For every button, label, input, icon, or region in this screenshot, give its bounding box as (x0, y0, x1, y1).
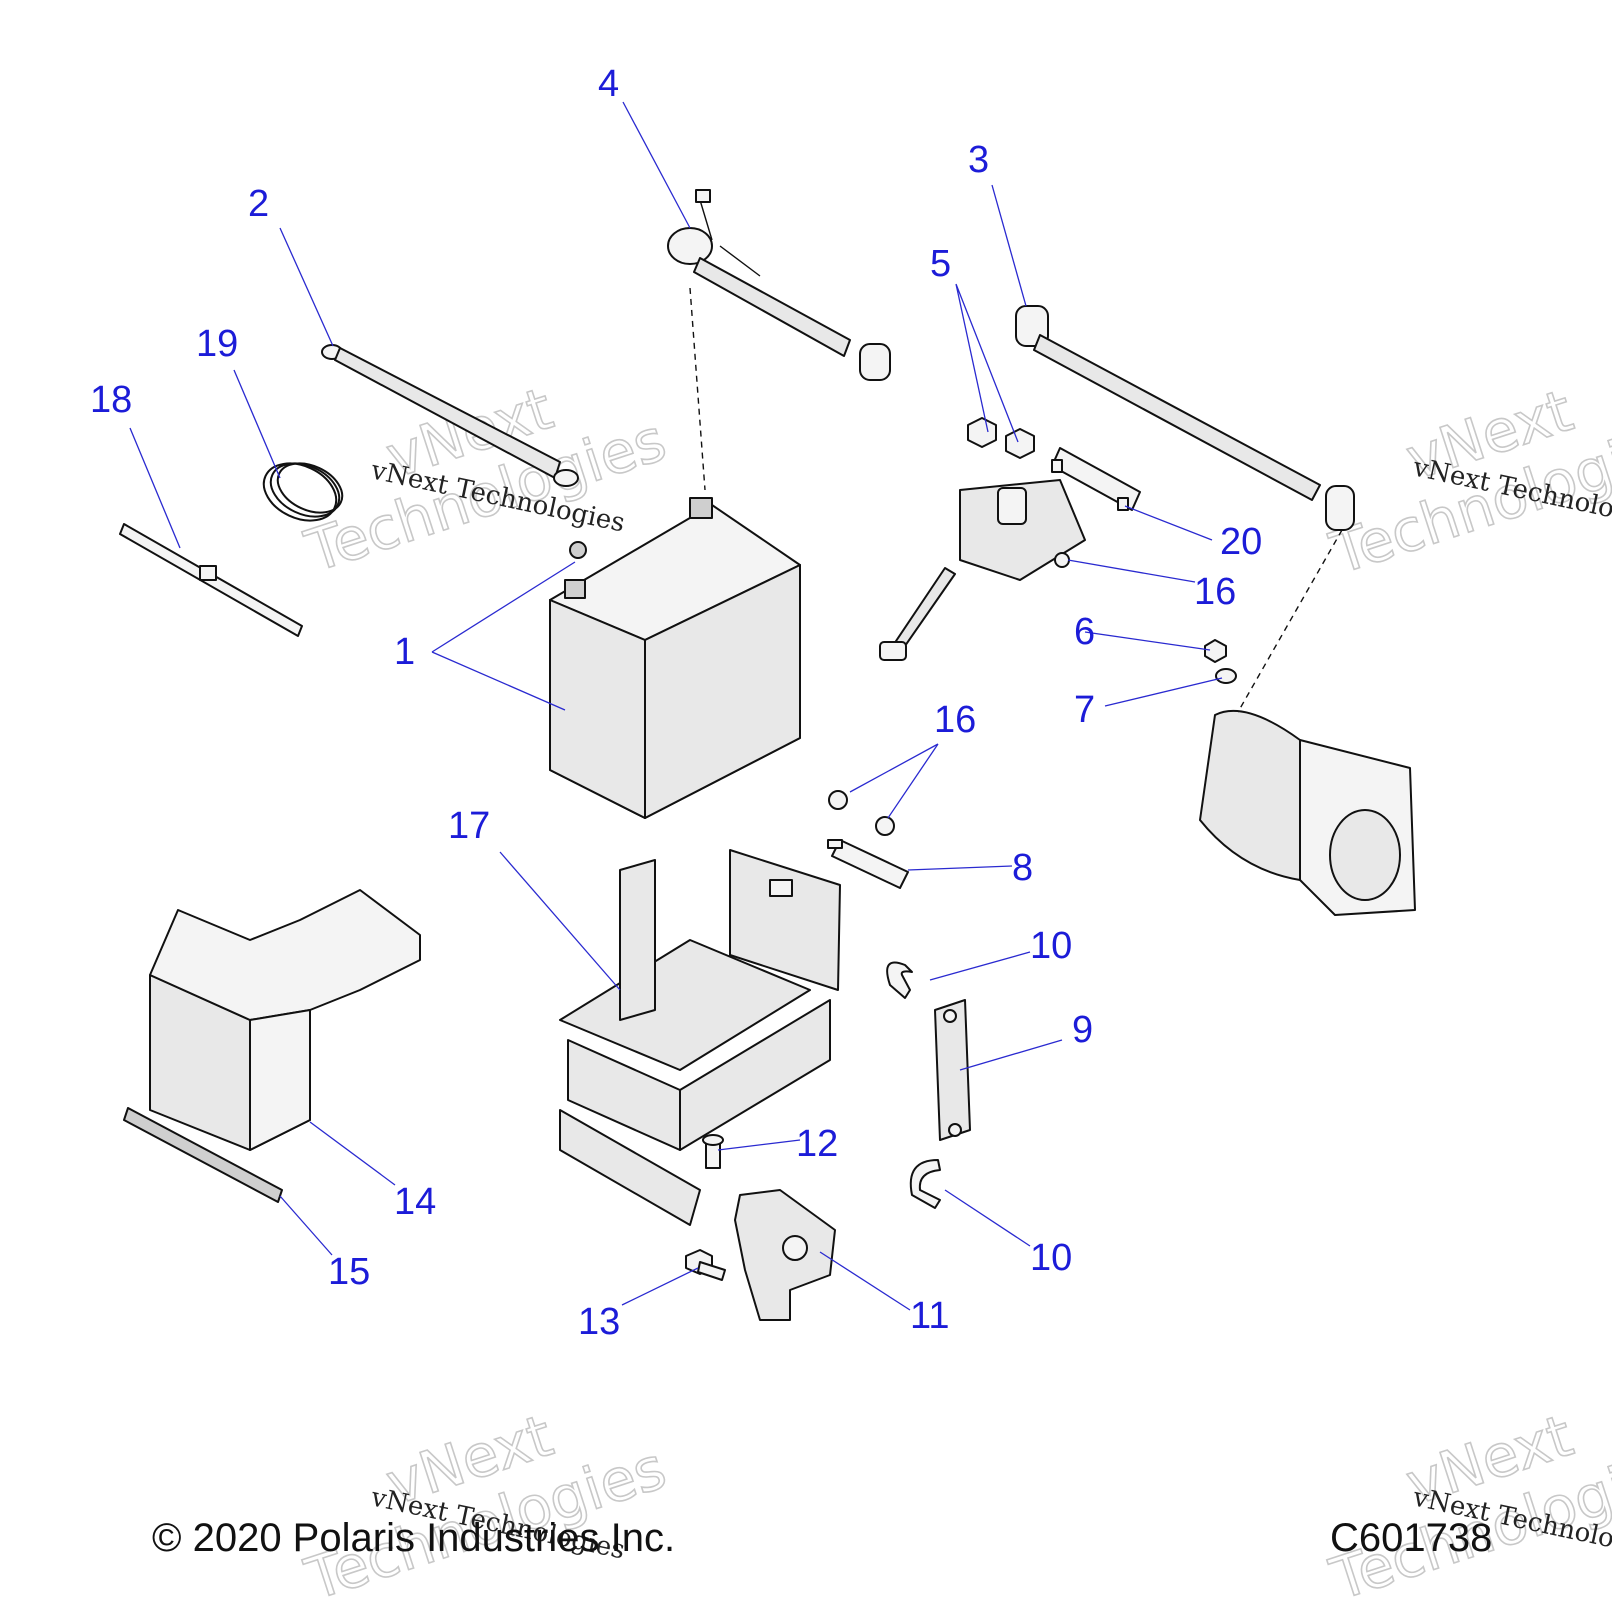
callout-10-lower: 10 (1030, 1237, 1072, 1279)
part-harness-lead (667, 189, 891, 381)
callout-19: 19 (196, 323, 238, 365)
callout-10-upper: 10 (1030, 925, 1072, 967)
callout-16-upper: 16 (1194, 571, 1236, 613)
part-strip-15 (123, 1107, 283, 1203)
part-bracket-11 (734, 1189, 836, 1321)
part-washer-7 (1215, 668, 1237, 684)
part-bracket-20 (1051, 447, 1141, 511)
part-nuts-16-lower (828, 790, 895, 836)
part-nuts (967, 417, 1035, 459)
watermark-group-2: vNext Technologies vNext Technologies (1322, 375, 1612, 588)
callout-13: 13 (578, 1301, 620, 1343)
dashed-guide-harness (689, 287, 706, 491)
part-link-9 (934, 999, 971, 1141)
part-battery-tray (559, 849, 841, 1226)
watermark-group-1: vNext Technologies vNext Technologies (297, 373, 675, 586)
callout-3: 3 (968, 139, 989, 181)
part-bolt-13 (685, 1249, 726, 1281)
part-cover-14 (149, 889, 421, 1151)
callout-2: 2 (248, 183, 269, 225)
copyright-notice: © 2020 Polaris Industries Inc. (152, 1516, 676, 1560)
figure-code: C601738 (1330, 1516, 1493, 1560)
watermark-group-3: vNext Technologies vNext Technologies (297, 1400, 675, 1612)
callout-15: 15 (328, 1251, 370, 1293)
dashed-guide-starter (1237, 529, 1343, 713)
callout-5: 5 (930, 243, 951, 285)
callout-7: 7 (1074, 689, 1095, 731)
callout-1: 1 (394, 631, 415, 673)
callout-18: 18 (90, 379, 132, 421)
watermark-group-4: vNext Technologies vNext Technologies (1322, 1400, 1612, 1612)
part-cable-ties-19 (262, 462, 344, 522)
part-clip-10-lower (909, 1159, 941, 1209)
callout-20: 20 (1220, 521, 1262, 563)
part-nut-6 (1204, 639, 1227, 663)
callout-17: 17 (448, 805, 490, 847)
callout-14: 14 (394, 1181, 436, 1223)
callout-8: 8 (1012, 847, 1033, 889)
part-tie-strap-18 (119, 523, 303, 637)
part-nut-16-upper (1054, 552, 1070, 568)
callout-6: 6 (1074, 611, 1095, 653)
callout-4: 4 (598, 63, 619, 105)
callout-16-lower: 16 (934, 699, 976, 741)
leader-lines (129, 101, 1223, 1311)
part-starter-motor (1199, 709, 1416, 916)
callout-numbers: 4 2 3 5 19 18 20 16 6 1 7 16 17 8 10 9 1… (90, 63, 1262, 1343)
part-bolt-12 (702, 1134, 724, 1169)
part-battery (549, 497, 801, 819)
part-strap-8 (827, 839, 909, 889)
part-solenoid (879, 479, 1086, 661)
part-clip-10-upper (886, 961, 913, 999)
callout-12: 12 (796, 1123, 838, 1165)
callout-11: 11 (910, 1295, 949, 1337)
callout-9: 9 (1072, 1009, 1093, 1051)
part-positive-cable (1015, 305, 1355, 531)
